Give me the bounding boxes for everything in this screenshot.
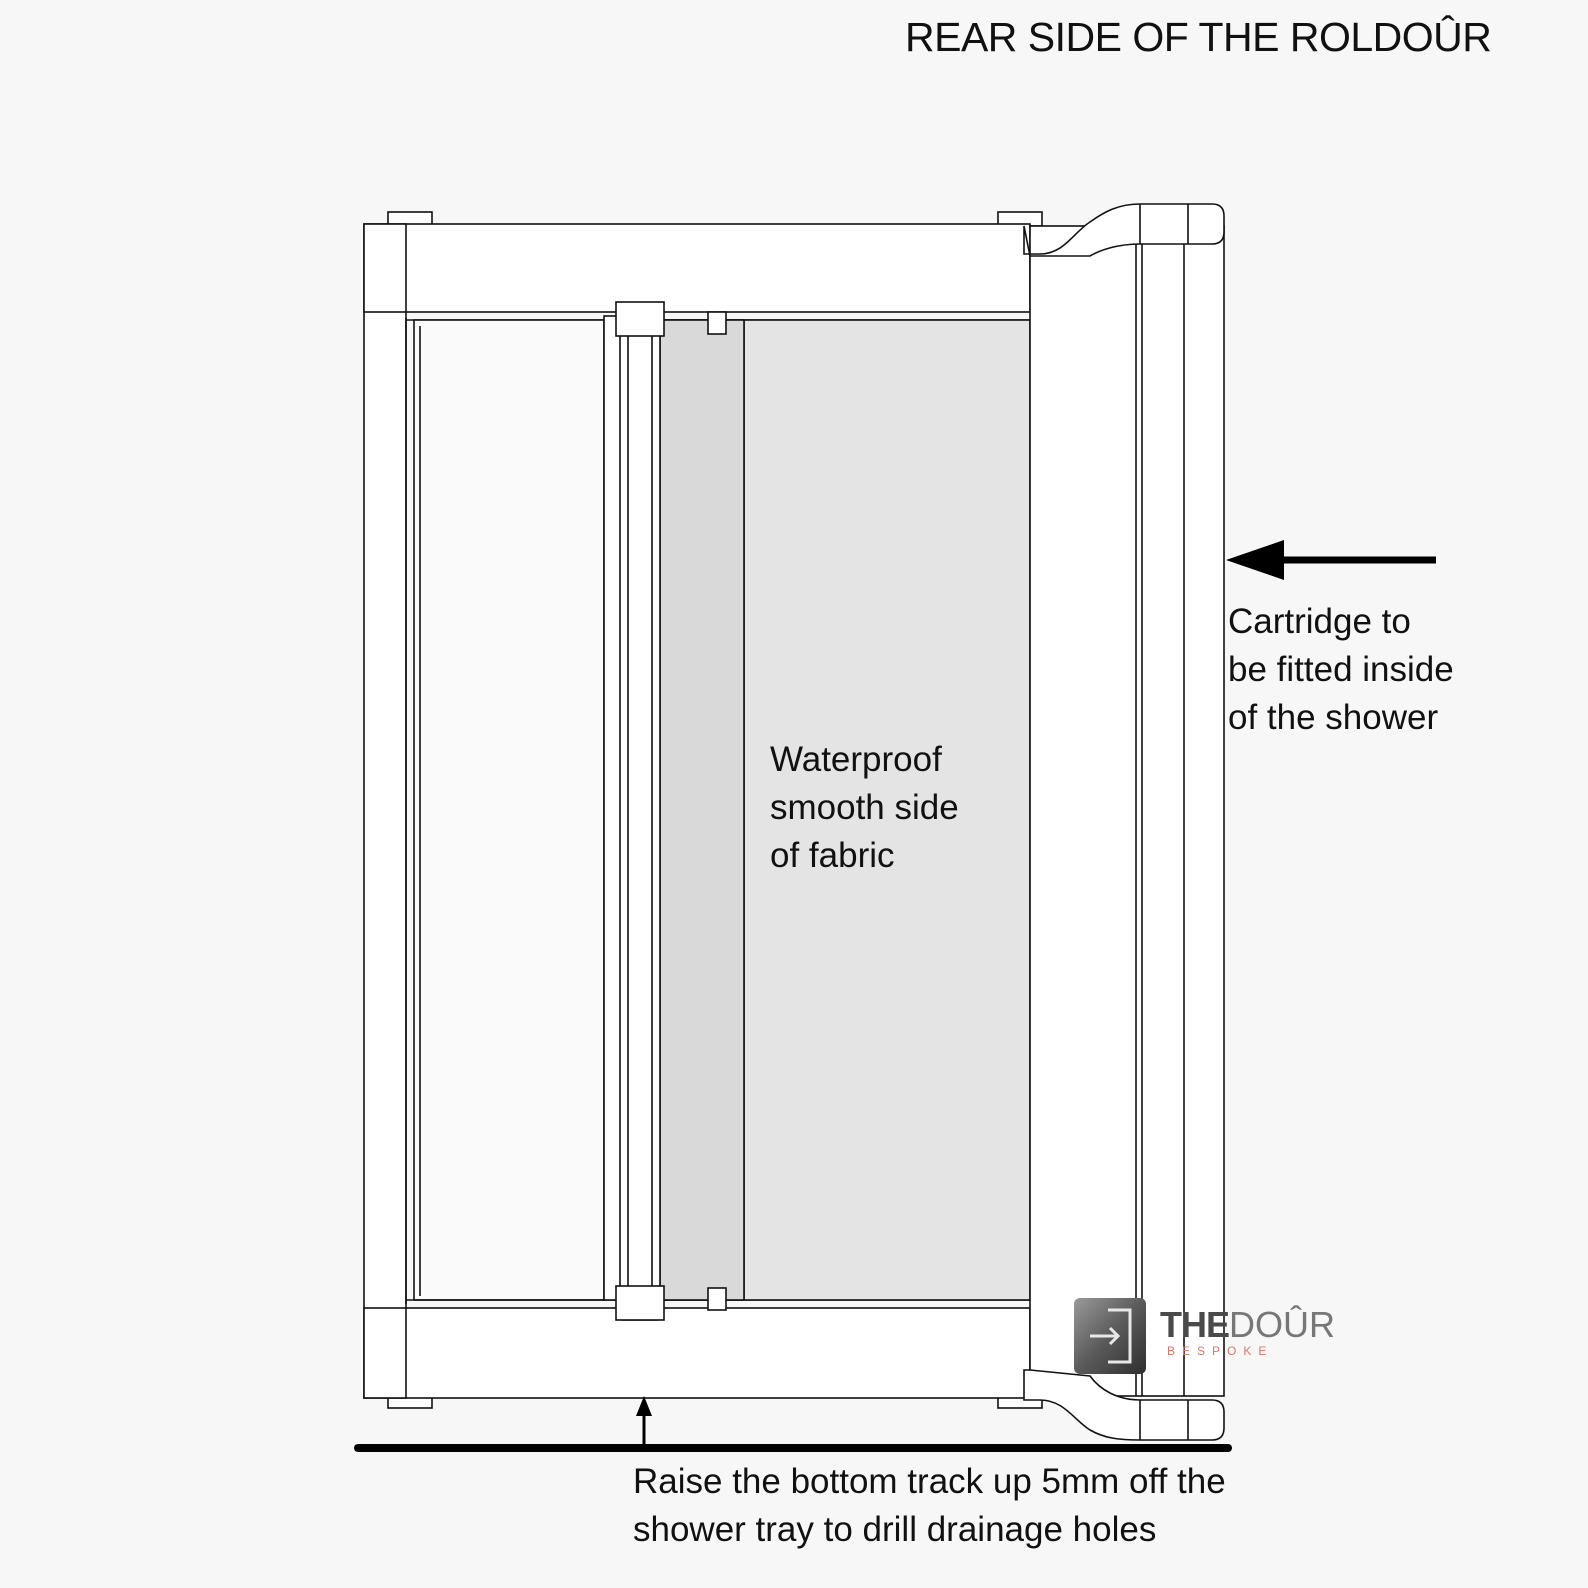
- raise-arrow: [636, 1396, 652, 1446]
- brand-primary: THE: [1160, 1304, 1230, 1345]
- brand-logo: THEDOÛR: [1160, 1304, 1335, 1346]
- fabric-panel-narrow: [659, 319, 745, 1301]
- page-title: REAR SIDE OF THE ROLDOÛR: [905, 14, 1492, 60]
- left-post: [363, 223, 407, 1399]
- fabric-top-clip: [707, 311, 727, 335]
- handle-top-cap: [615, 301, 665, 337]
- fabric-bottom-clip: [707, 1287, 727, 1311]
- inner-frame: [413, 319, 605, 1301]
- brand-secondary: DOÛR: [1229, 1304, 1335, 1345]
- door-exit-icon: [1074, 1298, 1146, 1374]
- fabric-annotation: Waterproof smooth side of fabric: [770, 740, 959, 875]
- cartridge-top-cap: [1023, 203, 1225, 257]
- bottom-track-annotation: Raise the bottom track up 5mm off the sh…: [633, 1462, 1226, 1549]
- cartridge-annotation: Cartridge to be fitted inside of the sho…: [1228, 602, 1454, 737]
- brand-tagline: BESPOKE: [1167, 1344, 1274, 1358]
- cartridge-arrow: [1226, 540, 1436, 580]
- handle-bottom-cap: [615, 1285, 665, 1321]
- handle-bar: [619, 303, 661, 1321]
- top-track: [363, 223, 1031, 313]
- cartridge-body: [1029, 225, 1225, 1397]
- bottom-track: [363, 1307, 1031, 1399]
- cartridge-bottom-cap: [1023, 1369, 1225, 1441]
